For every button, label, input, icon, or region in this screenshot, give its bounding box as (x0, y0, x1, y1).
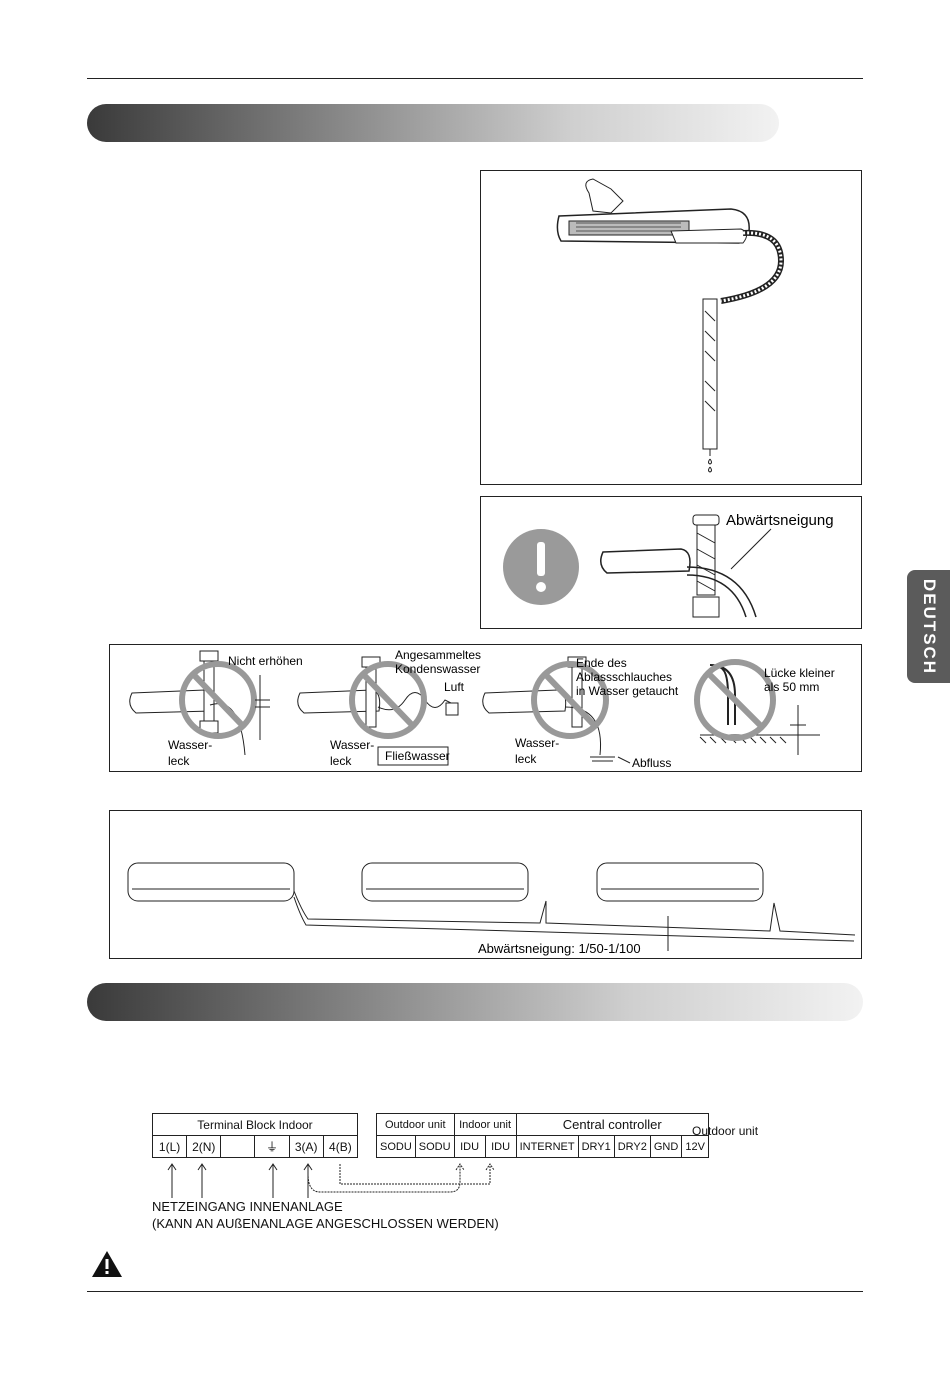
panel-no-raise: Nicht erhöhen Wasser-leck (129, 650, 303, 768)
terminal-block-header: Terminal Block Indoor (152, 1113, 358, 1136)
terminal-block-indoor: Terminal Block Indoor 1(L) 2(N) ⏚ 3(A) 4… (151, 1113, 359, 1158)
bottom-rule (87, 1291, 863, 1292)
power-input-note-sub: (KANN AN AUßENANLAGE ANGESCHLOSSEN WERDE… (152, 1216, 499, 1231)
wiring-connections (167, 1163, 495, 1198)
drain-test-illustration (556, 178, 785, 473)
controller-cell: SODU (414, 1135, 455, 1158)
warning-icon (92, 1251, 122, 1277)
controller-header-indoor: Indoor unit (453, 1113, 517, 1136)
terminal-cell: 3(A) (288, 1135, 324, 1158)
controller-terminal-block: Outdoor unit Indoor unit Central control… (376, 1113, 709, 1158)
ground-icon: ⏚ (254, 1135, 290, 1158)
controller-cell: DRY1 (577, 1135, 615, 1158)
terminal-cell: 2(N) (186, 1135, 222, 1158)
panel-no-raise-title: Nicht erhöhen (228, 654, 303, 668)
controller-header-outdoor: Outdoor unit (376, 1113, 455, 1136)
panel-accumulated-leak: Wasser-leck (330, 738, 374, 768)
multi-slope-label: Abwärtsneigung: 1/50-1/100 (478, 941, 641, 956)
outdoor-unit-label: Outdoor unit (692, 1124, 759, 1138)
controller-cell: INTERNET (515, 1135, 579, 1158)
section-header-band (87, 104, 779, 142)
controller-cell: DRY2 (613, 1135, 651, 1158)
controller-cell: SODU (376, 1135, 416, 1158)
language-tab: DEUTSCH (907, 570, 950, 683)
drain-test-figure (480, 170, 862, 485)
controller-cell: IDU (484, 1135, 517, 1158)
panel-air-label: Luft (444, 680, 465, 694)
controller-cell: 12V (681, 1135, 709, 1158)
controller-cell: IDU (453, 1135, 486, 1158)
terminal-cell: 1(L) (151, 1135, 188, 1158)
multi-unit-slope-illustration: Abwärtsneigung: 1/50-1/100 (127, 862, 856, 956)
panel-drain-label: Abfluss (632, 756, 671, 770)
downward-slope-label: Abwärtsneigung (726, 512, 834, 529)
language-tab-label: DEUTSCH (919, 578, 939, 675)
downward-slope-illustration: Abwärtsneigung (503, 512, 834, 618)
controller-cell: GND (649, 1135, 683, 1158)
terminal-cell (220, 1135, 256, 1158)
panel-submerged-leak: Wasser-leck (515, 736, 559, 766)
multi-unit-slope-figure: Abwärtsneigung: 1/50-1/100 (109, 810, 862, 959)
section-header-band (87, 983, 863, 1021)
downward-slope-figure: Abwärtsneigung (480, 496, 862, 629)
top-rule (87, 78, 863, 79)
terminal-cell: 4(B) (322, 1135, 359, 1158)
panel-flow-label: Fließwasser (385, 749, 450, 763)
panel-no-raise-leak: Wasser-leck (168, 738, 212, 768)
power-input-note: NETZEINGANG INNENANLAGE (152, 1199, 343, 1214)
controller-header-central: Central controller (515, 1113, 709, 1136)
